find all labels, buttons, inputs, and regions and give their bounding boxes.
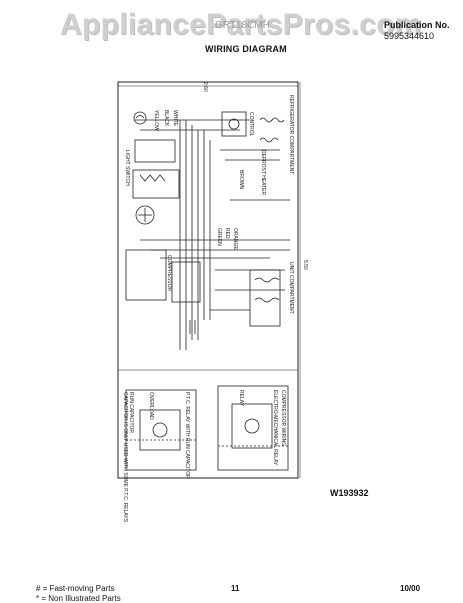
label-black: BLACK — [163, 110, 169, 127]
label-yellow: YELLOW — [153, 110, 159, 131]
fast-moving-legend: # = Fast-moving Parts — [36, 584, 115, 593]
label-light-switch: LIGHT SWITCH — [124, 150, 130, 186]
diagram-frame — [117, 81, 299, 479]
publication-number: 5995344610 — [384, 31, 435, 41]
light-switch-box — [134, 139, 176, 163]
label-unit-compartment: UNIT COMPARTMENT — [288, 262, 294, 314]
publication-label: Publication No. — [384, 20, 450, 30]
label-orange: ORANGE — [232, 228, 238, 250]
label-red: RED — [224, 228, 230, 239]
watermark-text: AppliancePartsPros.com — [60, 8, 422, 41]
issue-date: 10/00 — [400, 584, 421, 593]
compressor-box — [125, 249, 167, 301]
label-brown: BROWN — [238, 170, 244, 190]
drawing-number: W193932 — [330, 488, 369, 498]
label-white: WHITE — [172, 110, 178, 127]
defrost-heater-coil — [259, 117, 285, 123]
label-electro-mechanical-relay: ELECTRO-MECHANICAL RELAY — [272, 390, 278, 466]
label-refrigerator-compartment: REFRIGERATOR COMPARTMENT — [288, 95, 294, 174]
ptc-relay-box — [125, 389, 197, 471]
label-capacitor-note: CAPACITOR IS ONLY USED WITH SOME P.T.C. … — [122, 392, 128, 523]
dimension-right: 5.50 — [302, 260, 308, 270]
dimension-top: 2.60 — [202, 82, 208, 92]
non-illustrated-legend: * = Non Illustrated Parts — [36, 594, 121, 603]
unit-compartment-box — [249, 269, 281, 327]
model-number: GRT18CMH — [215, 20, 270, 31]
relay-box — [171, 261, 201, 303]
label-defrost-heater: DEFROST HEATER — [260, 150, 266, 195]
light-bulb-icon — [133, 111, 147, 125]
control-box — [132, 169, 180, 199]
label-compressor: COMPRESSOR — [166, 255, 172, 292]
electro-mechanical-relay-box — [217, 385, 289, 471]
label-relay: RELAY — [238, 390, 244, 407]
thermostat-control — [221, 111, 247, 137]
label-compressor-wiring: COMPRESSOR WIRING — [280, 390, 286, 446]
page-number: 11 — [231, 584, 240, 593]
label-control: CONTROL — [248, 112, 254, 137]
label-run-capacitor: RUN CAPACITOR — [128, 392, 134, 433]
label-ptc-relay: P.T.C. RELAY WITH RUN CAPACITOR — [184, 392, 190, 479]
label-green: GREEN — [216, 228, 222, 246]
page-title: WIRING DIAGRAM — [205, 44, 287, 54]
label-overload: OVERLOAD — [148, 392, 154, 420]
fan-motor-icon — [135, 205, 155, 225]
